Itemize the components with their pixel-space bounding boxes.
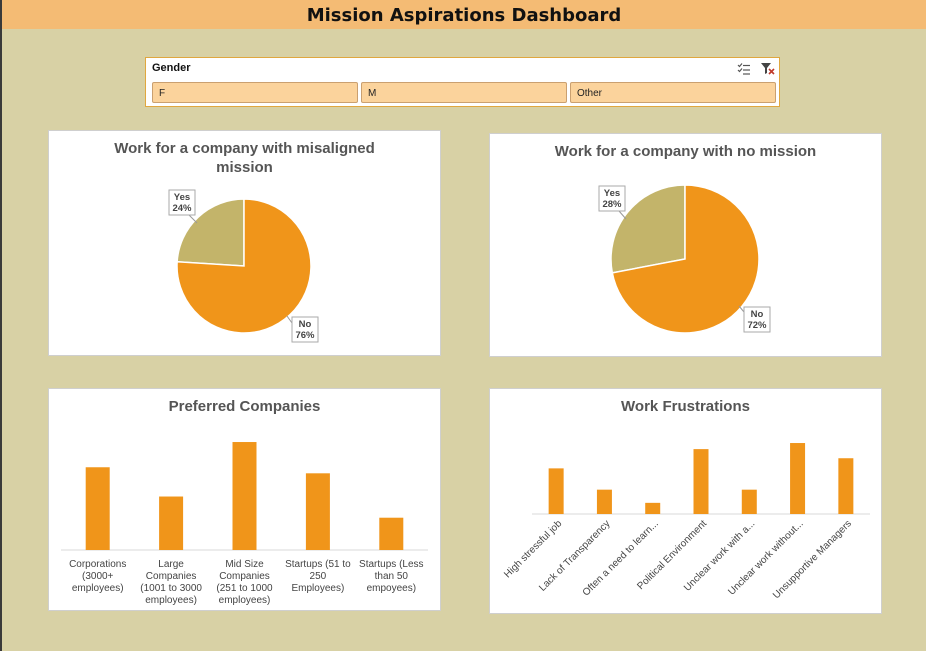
x-tick-label: employees) [145,595,197,606]
x-tick-label: Employees) [291,583,344,594]
bar [159,496,184,550]
x-tick-label: Unsupportive Managers [771,518,854,601]
bar [379,517,404,550]
x-tick-label: (1001 to 3000 [140,583,202,594]
data-label-percent: 24% [172,203,192,214]
x-tick-label: Companies [219,571,270,582]
leader-line [618,210,627,220]
slicer-header: Gender [152,62,191,74]
leader-line [286,315,293,324]
bar-chart-preferred-companies: Preferred CompaniesCorporations(3000+emp… [61,398,428,606]
slicer-option-other[interactable]: Other [570,82,776,103]
bar [790,443,806,514]
data-label-box [598,185,626,212]
x-tick-label: (3000+ [82,571,114,582]
pie-slice-no [176,198,312,334]
slicer-option-m[interactable]: M [361,82,567,103]
x-tick-label: Startups (Less [359,559,423,570]
pie-slice-yes [176,198,245,267]
data-label-percent: 76% [295,330,315,341]
bar [693,449,709,514]
bar [596,489,612,514]
data-label-category: No [751,309,764,320]
chart-title: Preferred Companies [169,398,321,415]
data-label-category: Yes [604,188,620,199]
x-tick-label: (251 to 1000 [216,583,273,594]
x-tick-label: Mid Size [225,559,264,570]
bar [838,458,854,514]
data-label-box [168,189,196,216]
multi-select-icon[interactable] [737,61,751,75]
leader-line [188,214,198,224]
page-title: Mission Aspirations Dashboard [2,0,926,29]
pie-chart-misaligned: Work for a company with misaligned missio… [114,140,375,343]
data-label-box [743,306,771,333]
x-tick-label: employees) [219,595,271,606]
x-tick-label: than 50 [375,571,409,582]
data-label-percent: 28% [602,199,622,210]
clear-filter-icon[interactable] [760,61,775,75]
data-label-box [291,316,319,343]
x-tick-label: empoyees) [367,583,416,594]
bar [232,442,257,550]
x-tick-label: Startups (51 to [285,559,351,570]
x-tick-label: Companies [146,571,197,582]
data-label-percent: 72% [747,320,767,331]
pie-slice-no [611,184,760,334]
pie-chart-panel-misaligned: Work for a company with misaligned missio… [48,130,441,356]
pie-slice-yes [610,184,686,274]
bar [85,467,110,550]
bar [741,489,757,514]
data-label-category: Yes [174,192,190,203]
x-tick-label: Large [158,559,184,570]
pie-chart-no-mission: Work for a company with no missionYes28%… [555,143,816,334]
x-tick-label: Corporations [69,559,126,570]
bar [305,473,330,550]
leader-line [738,305,745,313]
data-label-category: No [299,319,312,330]
x-tick-label: 250 [310,571,327,582]
chart-title: Work for a company with no mission [555,143,816,160]
chart-title: Work for a company with misaligned [114,140,375,157]
x-tick-label: employees) [72,583,124,594]
window-left-border [0,0,2,651]
bar [645,502,661,514]
bar [548,468,564,514]
chart-title: Work Frustrations [621,398,750,415]
chart-title: mission [216,159,273,176]
slicer-option-f[interactable]: F [152,82,358,103]
